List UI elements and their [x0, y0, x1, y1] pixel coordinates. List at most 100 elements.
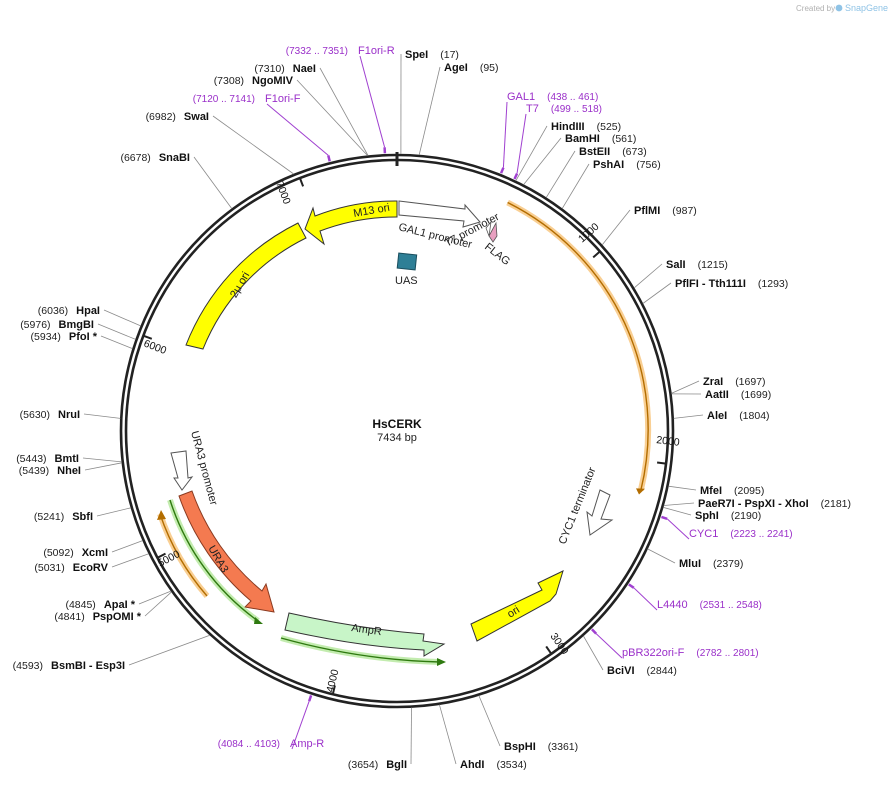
- site-leader: [297, 80, 368, 156]
- primer-range: (438 .. 461): [547, 92, 598, 103]
- site-name: NheI: [57, 465, 81, 477]
- site-bsphi[interactable]: BspHI(3361): [479, 696, 578, 753]
- site-xcmi[interactable]: XcmI(5092): [43, 541, 142, 559]
- site-bsmbi-esp3i[interactable]: BsmBI - Esp3I(4593): [13, 635, 210, 672]
- site-name: NaeI: [293, 63, 316, 75]
- site-position: (5976): [20, 319, 50, 331]
- primer-f1ori-r[interactable]: F1ori-R(7332 .. 7351): [286, 45, 395, 153]
- site-ngomiv[interactable]: NgoMIV(7308): [214, 75, 368, 156]
- site-aatii[interactable]: AatII(1699): [672, 389, 772, 401]
- primer-leader: [503, 102, 507, 168]
- site-name: PflMI: [634, 205, 660, 217]
- site-pflmi[interactable]: PflMI (987): [602, 205, 697, 245]
- site-pshai[interactable]: PshAI(756): [562, 159, 661, 209]
- site-position: (3654): [348, 759, 378, 771]
- site-position: (2181): [821, 498, 851, 510]
- site-name: SpeI: [405, 49, 428, 61]
- site-bmti[interactable]: BmtI(5443): [16, 453, 122, 465]
- ura3-promoter-arrow: [171, 451, 192, 490]
- site-agei[interactable]: AgeI(95): [419, 62, 498, 155]
- site-name: SalI: [666, 259, 686, 271]
- site-leader: [320, 68, 368, 156]
- site-position: (3361): [548, 741, 578, 753]
- site-position: (756): [636, 159, 661, 171]
- site-name: BsmBI - Esp3I: [51, 660, 125, 672]
- primer-name: Amp-R: [290, 738, 324, 750]
- site-name: AhdI: [460, 759, 484, 771]
- site-bgli[interactable]: BglI(3654): [348, 708, 412, 771]
- site-snabi[interactable]: SnaBI(6678): [120, 152, 231, 209]
- site-ahdi[interactable]: AhdI(3534): [439, 705, 526, 771]
- site-position: (5934): [31, 331, 61, 343]
- primer-mark: [309, 695, 311, 701]
- site-pflfi-tth111i[interactable]: PflFI - Tth111I (1293): [643, 278, 788, 304]
- site-leader: [663, 507, 691, 515]
- site-position: (6036): [38, 305, 68, 317]
- primer-mark: [501, 168, 503, 174]
- scale-tick-label: 7000: [273, 180, 293, 206]
- site-leader: [112, 541, 143, 552]
- site-name: PflFI - Tth111I: [675, 278, 746, 290]
- site-position: (987): [672, 205, 697, 217]
- ori-arrow: [471, 571, 563, 641]
- site-position: (6678): [120, 152, 150, 164]
- site-paer7i-pspxi-xhoi[interactable]: PaeR7I - PspXI - XhoI(2181): [664, 498, 851, 510]
- site-name: AleI: [707, 410, 727, 422]
- site-position: (1293): [758, 278, 788, 290]
- orf-arc: [508, 203, 649, 491]
- site-position: (525): [597, 121, 622, 133]
- primer-name: L4440: [657, 599, 688, 611]
- site-position: (7308): [214, 75, 244, 87]
- site-leader: [524, 138, 561, 185]
- site-name: BstEII: [579, 146, 610, 158]
- site-sphi[interactable]: SphI(2190): [663, 507, 761, 522]
- site-alei[interactable]: AleI(1804): [674, 410, 770, 422]
- primer-range: (7332 .. 7351): [286, 46, 348, 57]
- site-name: MluI: [679, 558, 701, 570]
- primer-mark: [592, 629, 596, 633]
- site-position: (6982): [146, 111, 176, 123]
- site-position: (673): [622, 146, 647, 158]
- site-position: (17): [440, 49, 459, 61]
- primer-leader: [596, 634, 622, 658]
- site-nrui[interactable]: NruI(5630): [20, 409, 121, 421]
- primer-l4440[interactable]: L4440(2531 .. 2548): [629, 584, 762, 611]
- site-bsteii[interactable]: BstEII (673): [546, 146, 647, 198]
- site-leader: [419, 67, 440, 155]
- site-position: (2379): [713, 558, 743, 570]
- site-leader: [664, 503, 694, 506]
- site-name: SwaI: [184, 111, 209, 123]
- site-pfoi[interactable]: PfoI *(5934): [31, 331, 133, 349]
- site-mfei[interactable]: MfeI(2095): [668, 485, 764, 497]
- scale-tick: [300, 178, 303, 186]
- uas-box: [397, 253, 416, 270]
- site-leader: [634, 264, 662, 288]
- primer-pbr322ori-f[interactable]: pBR322ori-F(2782 .. 2801): [592, 629, 759, 659]
- site-name: NruI: [58, 409, 80, 421]
- site-name: AatII: [705, 389, 729, 401]
- site-apai[interactable]: ApaI *(4845): [65, 591, 170, 611]
- site-swai[interactable]: SwaI (6982): [146, 111, 294, 174]
- primer-mark: [661, 517, 667, 519]
- site-leader: [83, 458, 122, 462]
- primer-amp-r[interactable]: Amp-R(4084 .. 4103): [218, 695, 325, 750]
- primer-leader: [667, 519, 689, 539]
- site-position: (4841): [54, 611, 84, 623]
- primer-name: CYC1: [689, 528, 718, 540]
- site-name: XcmI: [82, 547, 108, 559]
- cyc1-terminator-arrow: [587, 490, 612, 535]
- primer-range: (499 .. 518): [551, 104, 602, 115]
- primer-leader: [634, 588, 657, 610]
- uas-label: UAS: [395, 275, 418, 287]
- site-name: BmgBI: [59, 319, 94, 331]
- ampr-orf-arrowhead: [437, 658, 446, 666]
- primer-cyc1[interactable]: CYC1(2223 .. 2241): [661, 517, 792, 540]
- site-sbfi[interactable]: SbfI(5241): [34, 508, 131, 523]
- plasmid-size: 7434 bp: [377, 432, 417, 444]
- site-leader: [104, 310, 141, 326]
- site-leader: [139, 591, 171, 604]
- site-name: BciVI: [607, 665, 635, 677]
- site-mlui[interactable]: MluI (2379): [648, 549, 744, 570]
- flag-label: FLAG: [482, 241, 512, 268]
